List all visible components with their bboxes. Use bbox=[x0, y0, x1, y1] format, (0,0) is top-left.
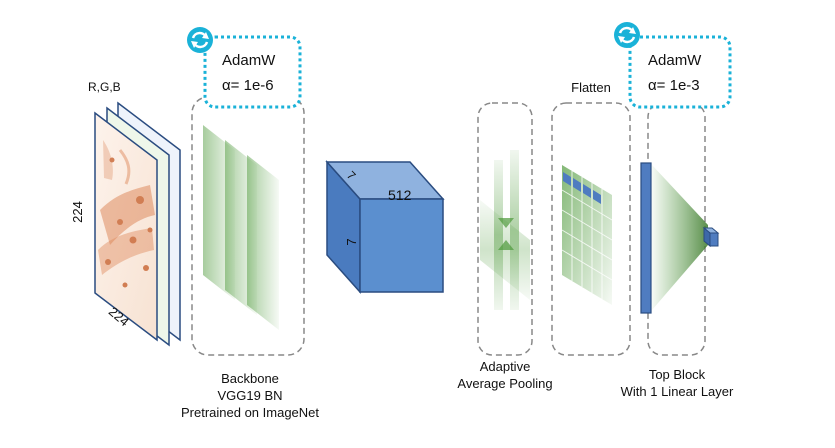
backbone-caption-line3: Pretrained on ImageNet bbox=[181, 405, 319, 420]
flatten-label: Flatten bbox=[571, 80, 611, 95]
refresh-icon bbox=[187, 27, 213, 53]
pooling-block: Adaptive Average Pooling bbox=[457, 102, 553, 391]
pooling-arrow-down bbox=[498, 218, 514, 228]
pooling-bar-right bbox=[510, 150, 519, 310]
channels-label: R,G,B bbox=[88, 80, 121, 94]
backbone-optimizer-box bbox=[203, 35, 302, 109]
top-block-cone bbox=[652, 165, 708, 310]
flatten-block: Flatten bbox=[551, 80, 631, 356]
pooling-bar-left bbox=[494, 160, 503, 310]
top-block-caption-line1: Top Block bbox=[649, 367, 706, 382]
input-height-label: 224 bbox=[70, 201, 85, 223]
backbone-optimizer: AdamW α= 1e-6 bbox=[187, 27, 302, 109]
top-block: Top Block With 1 Linear Layer bbox=[621, 102, 734, 399]
backbone-caption-line1: Backbone bbox=[221, 371, 279, 386]
pooling-caption-line1: Adaptive bbox=[480, 359, 531, 374]
top-optimizer: AdamW α= 1e-3 bbox=[614, 22, 732, 109]
pooling-caption-line2: Average Pooling bbox=[457, 376, 552, 391]
flatten-dashed-box bbox=[551, 102, 631, 356]
tissue-texture bbox=[98, 140, 155, 288]
linear-layer-output bbox=[702, 226, 720, 248]
backbone-optimizer-name: AdamW bbox=[222, 52, 276, 69]
cube-front-face bbox=[359, 198, 444, 293]
top-optimizer-name: AdamW bbox=[648, 52, 702, 69]
input-image-stack: R,G,B 224 224 bbox=[70, 80, 181, 347]
flatten-blue-cells bbox=[563, 172, 601, 204]
flatten-grid bbox=[561, 171, 613, 299]
input-layer-red bbox=[94, 111, 158, 342]
pooling-arrow-up bbox=[498, 240, 514, 250]
top-optimizer-lr: α= 1e-3 bbox=[648, 77, 700, 94]
cube-channels-label: 512 bbox=[388, 187, 412, 203]
top-optimizer-box bbox=[628, 35, 732, 109]
refresh-icon bbox=[614, 22, 640, 48]
backbone-feature-map-3 bbox=[247, 155, 279, 330]
feature-cube: 7 7 512 bbox=[325, 160, 445, 294]
backbone-block: Backbone VGG19 BN Pretrained on ImageNet bbox=[181, 96, 319, 420]
backbone-caption-line2: VGG19 BN bbox=[217, 388, 282, 403]
pooling-dashed-box bbox=[477, 102, 533, 356]
backbone-optimizer-lr: α= 1e-6 bbox=[222, 77, 274, 94]
top-block-caption-line2: With 1 Linear Layer bbox=[621, 384, 734, 399]
linear-layer-input bbox=[640, 162, 652, 314]
cube-height-label: 7 bbox=[344, 238, 359, 245]
